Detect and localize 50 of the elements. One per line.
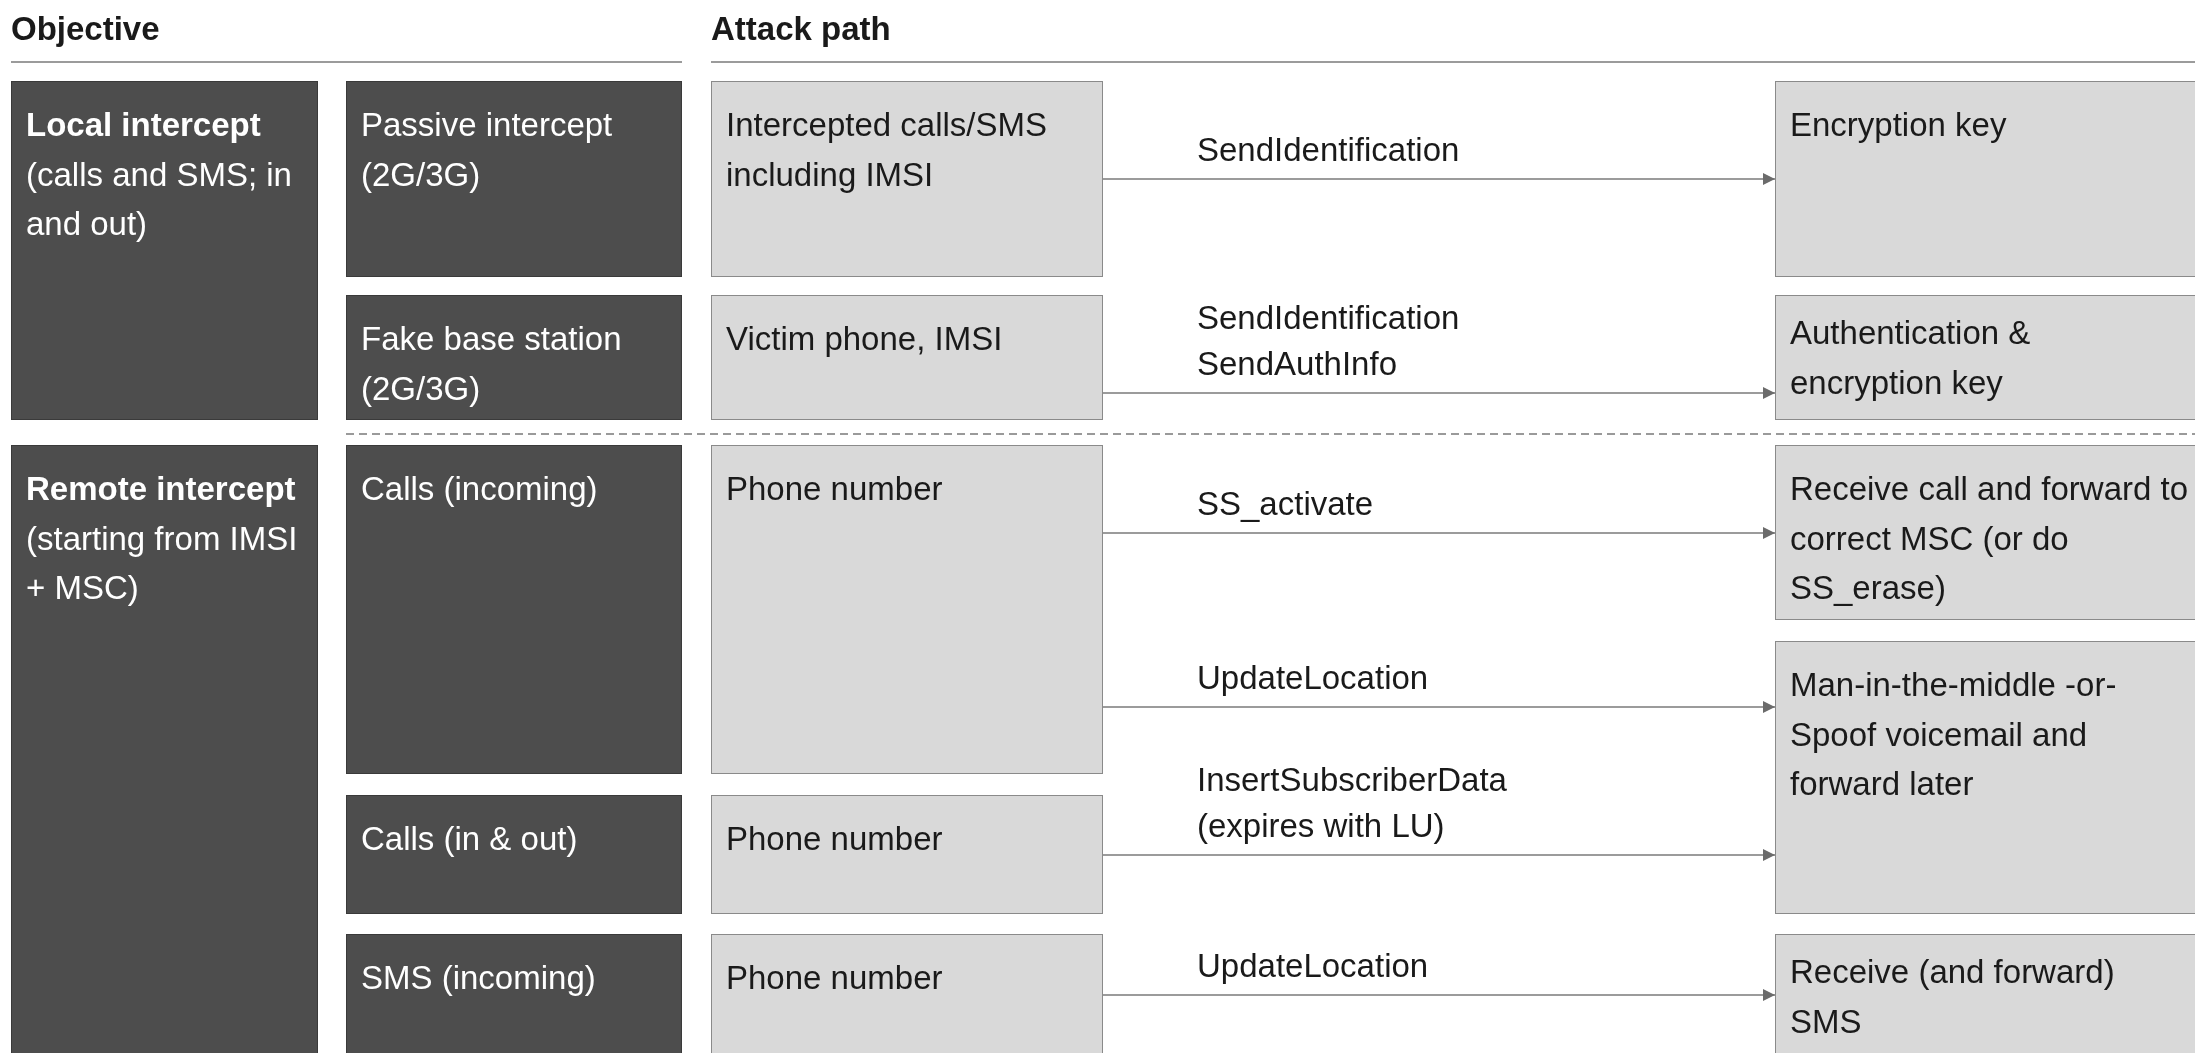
objective-box <box>11 81 318 420</box>
edge-label: SendIdentification SendAuthInfo <box>1197 297 1461 384</box>
edge-label: SS_activate <box>1197 483 1375 524</box>
edge-label: SendIdentification <box>1197 129 1461 170</box>
box-title: Remote intercept <box>26 469 297 509</box>
process-box <box>1775 641 2195 914</box>
arrow <box>1102 387 1776 399</box>
box-text: Fake base station (2G/3G) <box>361 319 623 409</box>
arrow <box>1102 701 1776 713</box>
box-text: Phone number <box>726 819 944 859</box>
column-heading: Attack path <box>711 10 891 48</box>
box-text: Man-in-the-middle -or- Spoof voicemail and forward later <box>1790 665 2118 804</box>
edge-label: UpdateLocation <box>1197 945 1430 986</box>
box-text: (starting from IMSI + MSC) <box>26 518 299 608</box>
arrow <box>1102 849 1776 861</box>
edge-label: UpdateLocation <box>1197 657 1430 698</box>
edge-label: InsertSubscriberData (expires with LU) <box>1197 759 1508 846</box>
process-box <box>1775 934 2195 1053</box>
box-text: SMS (incoming) <box>361 958 597 998</box>
process-box <box>711 445 1103 774</box>
objective-box <box>346 81 682 277</box>
box-title: Local intercept <box>26 105 262 145</box>
arrow <box>1102 173 1776 185</box>
box-text: Phone number <box>726 469 944 509</box>
arrow <box>1102 989 1776 1001</box>
process-box <box>711 934 1103 1053</box>
box-text: Intercepted calls/SMS including IMSI <box>726 105 1048 195</box>
box-text: Authentication & encryption key <box>1790 313 2032 403</box>
box-text: Receive call and forward to correct MSC (or do SS_erase) <box>1790 469 2190 608</box>
process-box <box>711 795 1103 914</box>
box-text: (calls and SMS; in and out) <box>26 154 293 244</box>
process-box <box>711 81 1103 277</box>
objective-box <box>346 795 682 914</box>
process-box <box>711 295 1103 420</box>
box-text: Encryption key <box>1790 105 2008 145</box>
box-text: Calls (in & out) <box>361 819 579 859</box>
objective-box <box>11 445 318 1053</box>
box-text: Passive intercept (2G/3G) <box>361 105 614 195</box>
objective-box <box>346 934 682 1053</box>
column-heading: Objective <box>11 10 160 48</box>
objective-box <box>346 445 682 774</box>
box-text: Calls (incoming) <box>361 469 599 509</box>
box-text: Receive (and forward) SMS <box>1790 952 2116 1042</box>
process-box <box>1775 445 2195 620</box>
box-text: Phone number <box>726 958 944 998</box>
objective-box <box>346 295 682 420</box>
arrow <box>1102 527 1776 539</box>
box-text: Victim phone, IMSI <box>726 319 1004 359</box>
process-box <box>1775 81 2195 277</box>
process-box <box>1775 295 2195 420</box>
